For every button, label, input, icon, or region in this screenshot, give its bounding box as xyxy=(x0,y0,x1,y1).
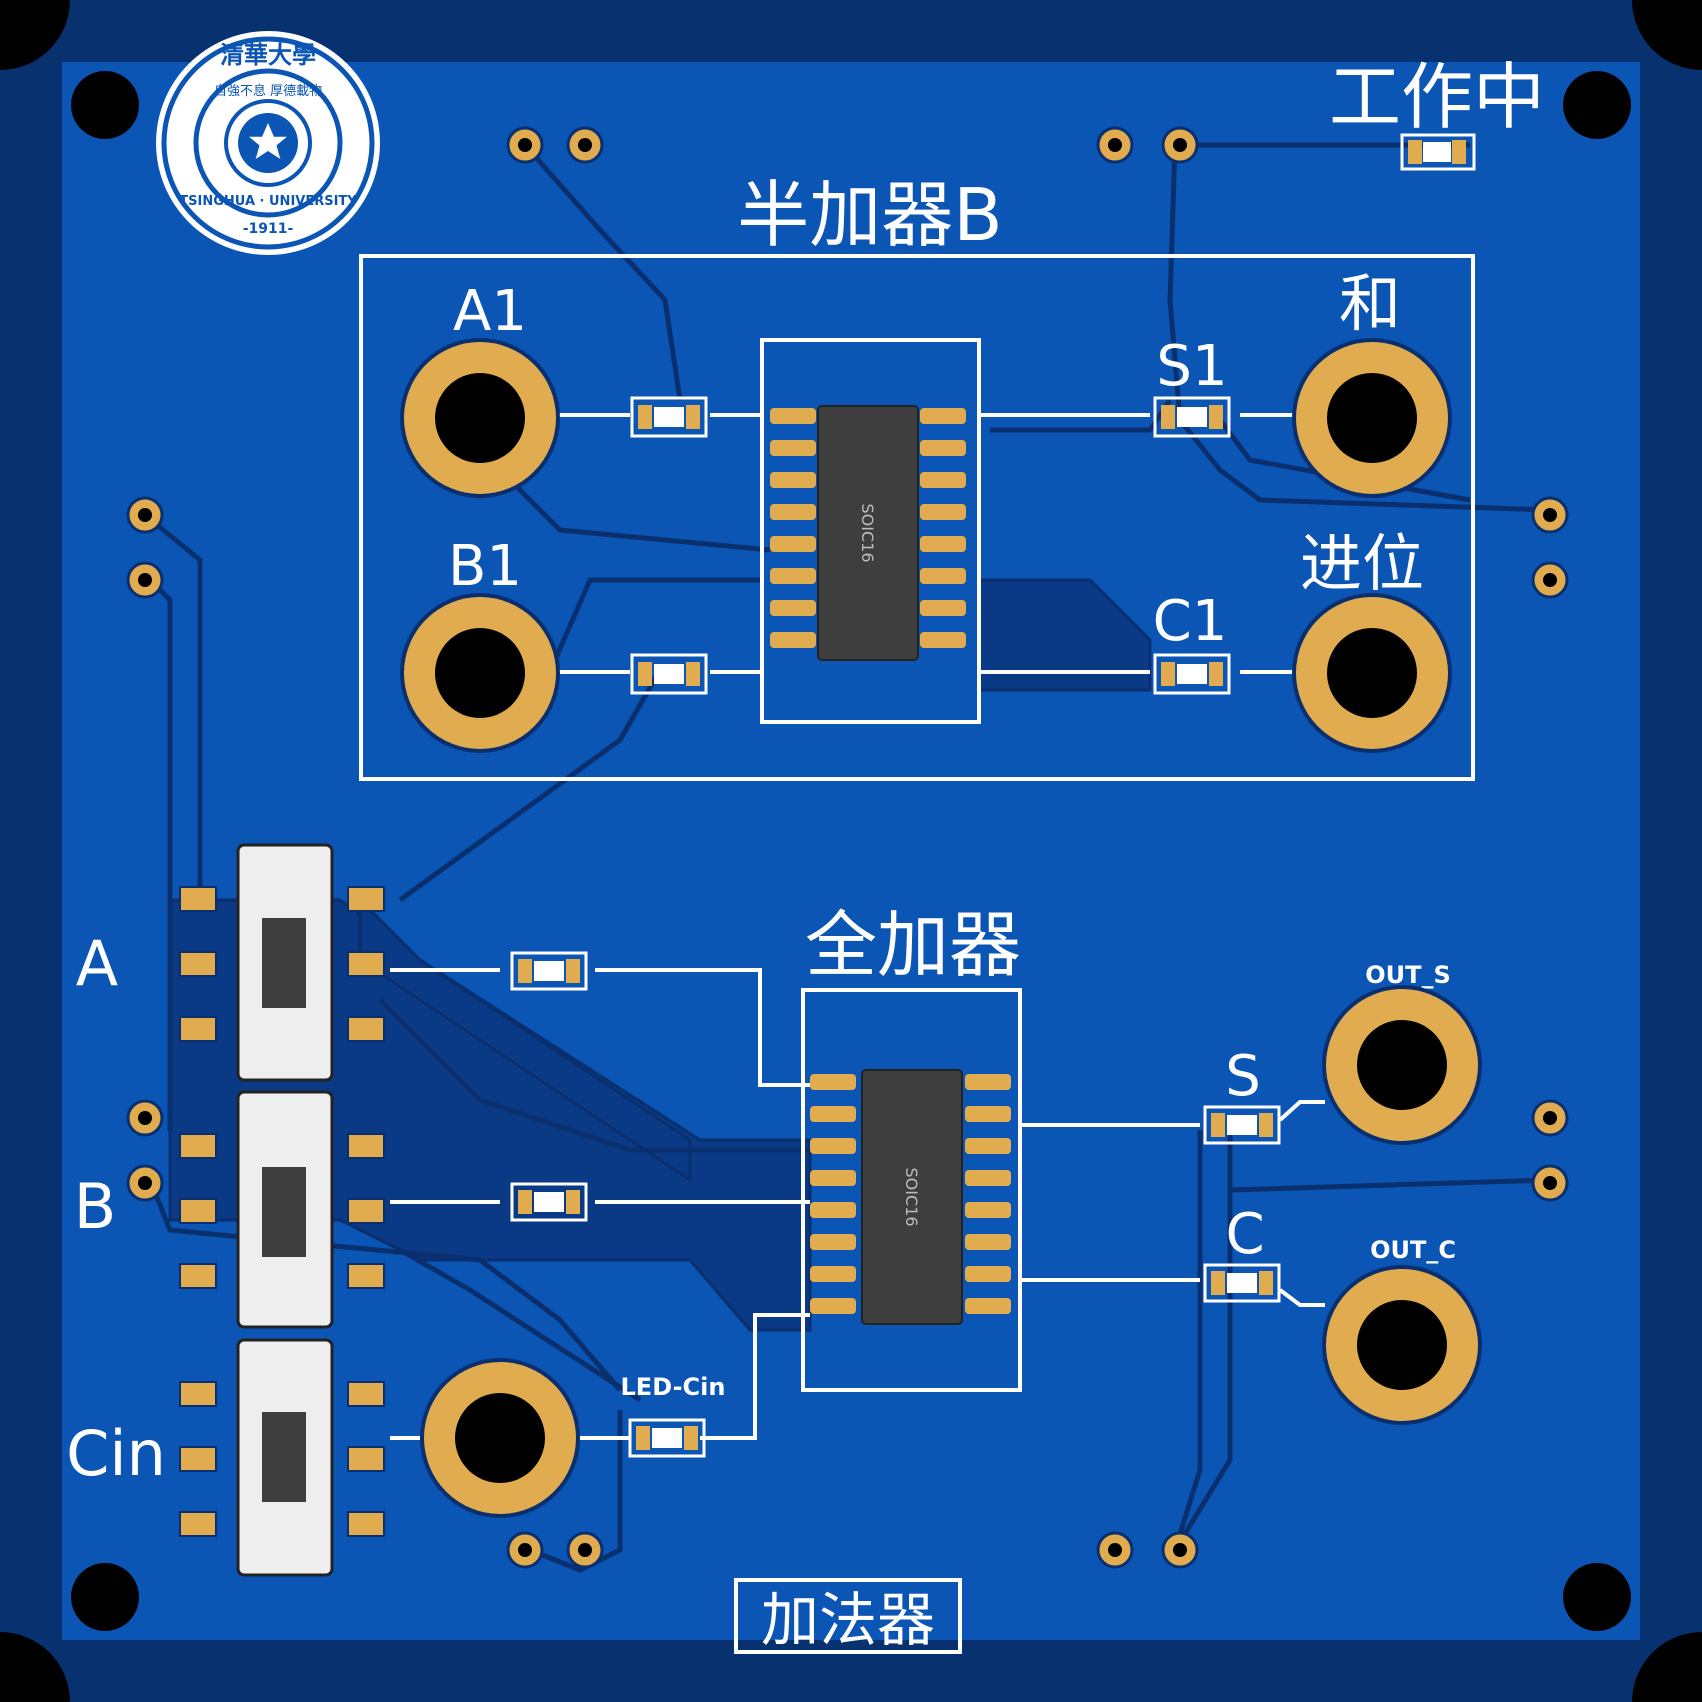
logo-text-cn: 清華大學 xyxy=(220,41,316,69)
led-c1-label: C1 xyxy=(1153,589,1228,654)
jack-b1[interactable] xyxy=(400,593,560,753)
led-s1-label: S1 xyxy=(1156,334,1227,399)
led-a1 xyxy=(630,396,708,438)
traces xyxy=(143,142,1551,1573)
board-title: 加法器 xyxy=(761,1586,935,1654)
led-s-label: S xyxy=(1225,1044,1261,1109)
led-s1 xyxy=(1153,396,1231,438)
switch-a-label: A xyxy=(76,927,118,1000)
carry-label: 进位 xyxy=(1300,527,1424,600)
switch-b[interactable] xyxy=(179,1090,385,1329)
full-adder-frame xyxy=(801,988,1022,1392)
status-label: 工作中 xyxy=(1329,55,1545,139)
half-adder-frame xyxy=(359,254,1475,781)
switch-b-label: B xyxy=(74,1170,117,1243)
logo-text-outer: TSINGHUA · UNIVERSITY xyxy=(179,194,357,209)
switch-a[interactable] xyxy=(179,843,385,1082)
jack-cin[interactable] xyxy=(420,1358,580,1518)
input-b1-label: B1 xyxy=(448,534,522,599)
full-adder-ic-label: SOIC16 xyxy=(902,1168,921,1227)
half-adder-title: 半加器B xyxy=(737,173,1002,257)
half-adder-ic: SOIC16 xyxy=(760,338,981,724)
led-cin-label: LED-Cin xyxy=(621,1373,726,1401)
input-a1-label: A1 xyxy=(453,279,527,344)
led-c1 xyxy=(1153,653,1231,695)
switch-cin-label: Cin xyxy=(66,1417,166,1490)
board-title-frame xyxy=(734,1578,962,1654)
out-c-label: OUT_C xyxy=(1370,1236,1456,1264)
led-c-label: C xyxy=(1225,1202,1264,1267)
sum-label: 和 xyxy=(1339,267,1401,340)
jack-sum[interactable] xyxy=(1292,338,1452,498)
led-s xyxy=(1203,1105,1281,1145)
full-adder-title: 全加器 xyxy=(805,903,1021,987)
star-icon xyxy=(249,123,287,159)
full-adder-ic: SOIC16 xyxy=(810,1069,1011,1325)
mounting-holes xyxy=(71,71,1631,1631)
signal-traces xyxy=(390,413,1325,1440)
jack-carry[interactable] xyxy=(1292,593,1452,753)
jack-out-c[interactable] xyxy=(1322,1265,1482,1425)
led-a xyxy=(510,951,588,991)
jack-a1[interactable] xyxy=(400,338,560,498)
logo-text-year: -1911- xyxy=(243,221,294,237)
switch-cin[interactable] xyxy=(179,1338,385,1577)
half-adder-ic-label: SOIC16 xyxy=(858,504,877,563)
test-points xyxy=(126,126,1569,1569)
out-s-label: OUT_S xyxy=(1365,961,1451,989)
tsinghua-logo: 清華大學 自強不息 厚德載物 TSINGHUA · UNIVERSITY -19… xyxy=(156,31,380,255)
status-led xyxy=(1400,133,1476,171)
led-cin xyxy=(628,1418,706,1458)
led-c xyxy=(1203,1263,1281,1303)
jack-out-s[interactable] xyxy=(1322,985,1482,1145)
led-b xyxy=(510,1182,588,1222)
logo-text-motto: 自強不息 厚德載物 xyxy=(214,83,322,99)
led-b1 xyxy=(630,653,708,695)
